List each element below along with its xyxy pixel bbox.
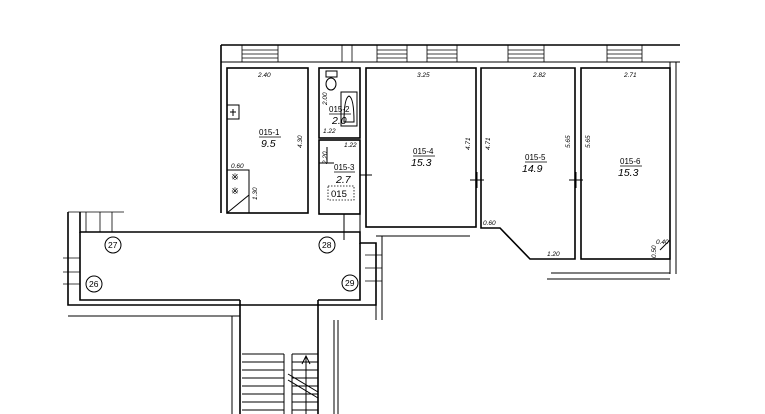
dim-r5-bottom: 1.20 [547,251,560,258]
window-room-5 [507,44,545,63]
room-code: 015-1 [259,128,280,137]
room-015-2: 2.00 1.22 015-2 2.0 [318,67,361,139]
window-room-4-a [376,44,408,63]
room-area: 2.0 [331,115,347,127]
corridor [63,211,470,320]
room-015-3: 2.20 1.22 015-3 2.7 015 [318,139,361,215]
dim-r3-width: 1.22 [344,142,357,149]
apartment-number-box [327,185,355,201]
marker-label: 26 [89,279,99,289]
room-area: 2.7 [335,174,352,186]
south-wall-right [547,272,670,280]
dim-r5-depth-left: 4.71 [485,137,492,150]
closet [226,169,250,214]
marker-label: 28 [322,240,332,250]
window-room-1 [241,44,279,63]
dim-r1-width: 2.40 [257,72,271,79]
room-015-4: 3.25 4.71 015-4 15.3 [360,67,484,228]
dim-r1-small: 0.60 [231,163,244,170]
dim-r2-depth: 2.00 [322,92,329,106]
room-015-5: 2.82 4.71 5.65 0.60 1.20 015-5 14.9 [480,67,583,260]
apartment-number: 015 [331,189,347,200]
marker-label: 29 [345,278,355,288]
marker-27: 27 [104,236,122,254]
dim-r5-bevel: 0.60 [483,220,496,227]
dim-r4-depth: 4.71 [465,137,472,150]
dim-r3-depth: 2.20 [322,151,329,165]
svg-text:※: ※ [231,186,239,197]
room-area: 15.3 [618,167,639,179]
toilet [325,77,337,91]
dim-r1-depth: 4.30 [297,135,304,148]
dim-r6-width: 2.71 [623,72,637,79]
stairwell [231,300,339,414]
room-area: 15.3 [411,157,432,169]
room-code: 015-5 [525,153,546,162]
svg-text:※: ※ [231,172,239,183]
room-code: 015-4 [413,147,434,156]
room-area: 14.9 [522,163,543,175]
dim-r6-corner-b: 0.50 [651,245,658,258]
room-015-6: 2.71 5.65 0.40 0.50 015-6 15.3 [580,62,677,274]
room-code: 015-2 [329,105,350,114]
dim-r4-width: 3.25 [417,72,430,79]
dim-r5-width: 2.82 [532,72,546,79]
north-wall [220,44,680,213]
room-area: 9.5 [261,138,276,150]
room-code: 015-6 [620,157,641,166]
dim-r1-closet: 1.30 [252,187,259,200]
bathtub [340,91,358,127]
marker-29: 29 [341,274,359,292]
room-015-1: ※ ※ 2.40 4.30 0.60 1.30 015-1 9.5 [226,67,309,214]
dim-r2-width: 1.22 [323,128,336,135]
marker-label: 27 [108,240,118,250]
dim-r6-corner-a: 0.40 [656,239,669,246]
window-room-2 [341,44,353,63]
room-code: 015-3 [334,163,355,172]
dim-r6-depth-left: 5.65 [585,135,592,148]
marker-28: 28 [318,236,336,254]
marker-26: 26 [85,275,103,293]
dim-r5-depth-right: 5.65 [565,135,572,148]
window-room-4-b [426,44,458,63]
window-room-6 [606,44,643,63]
